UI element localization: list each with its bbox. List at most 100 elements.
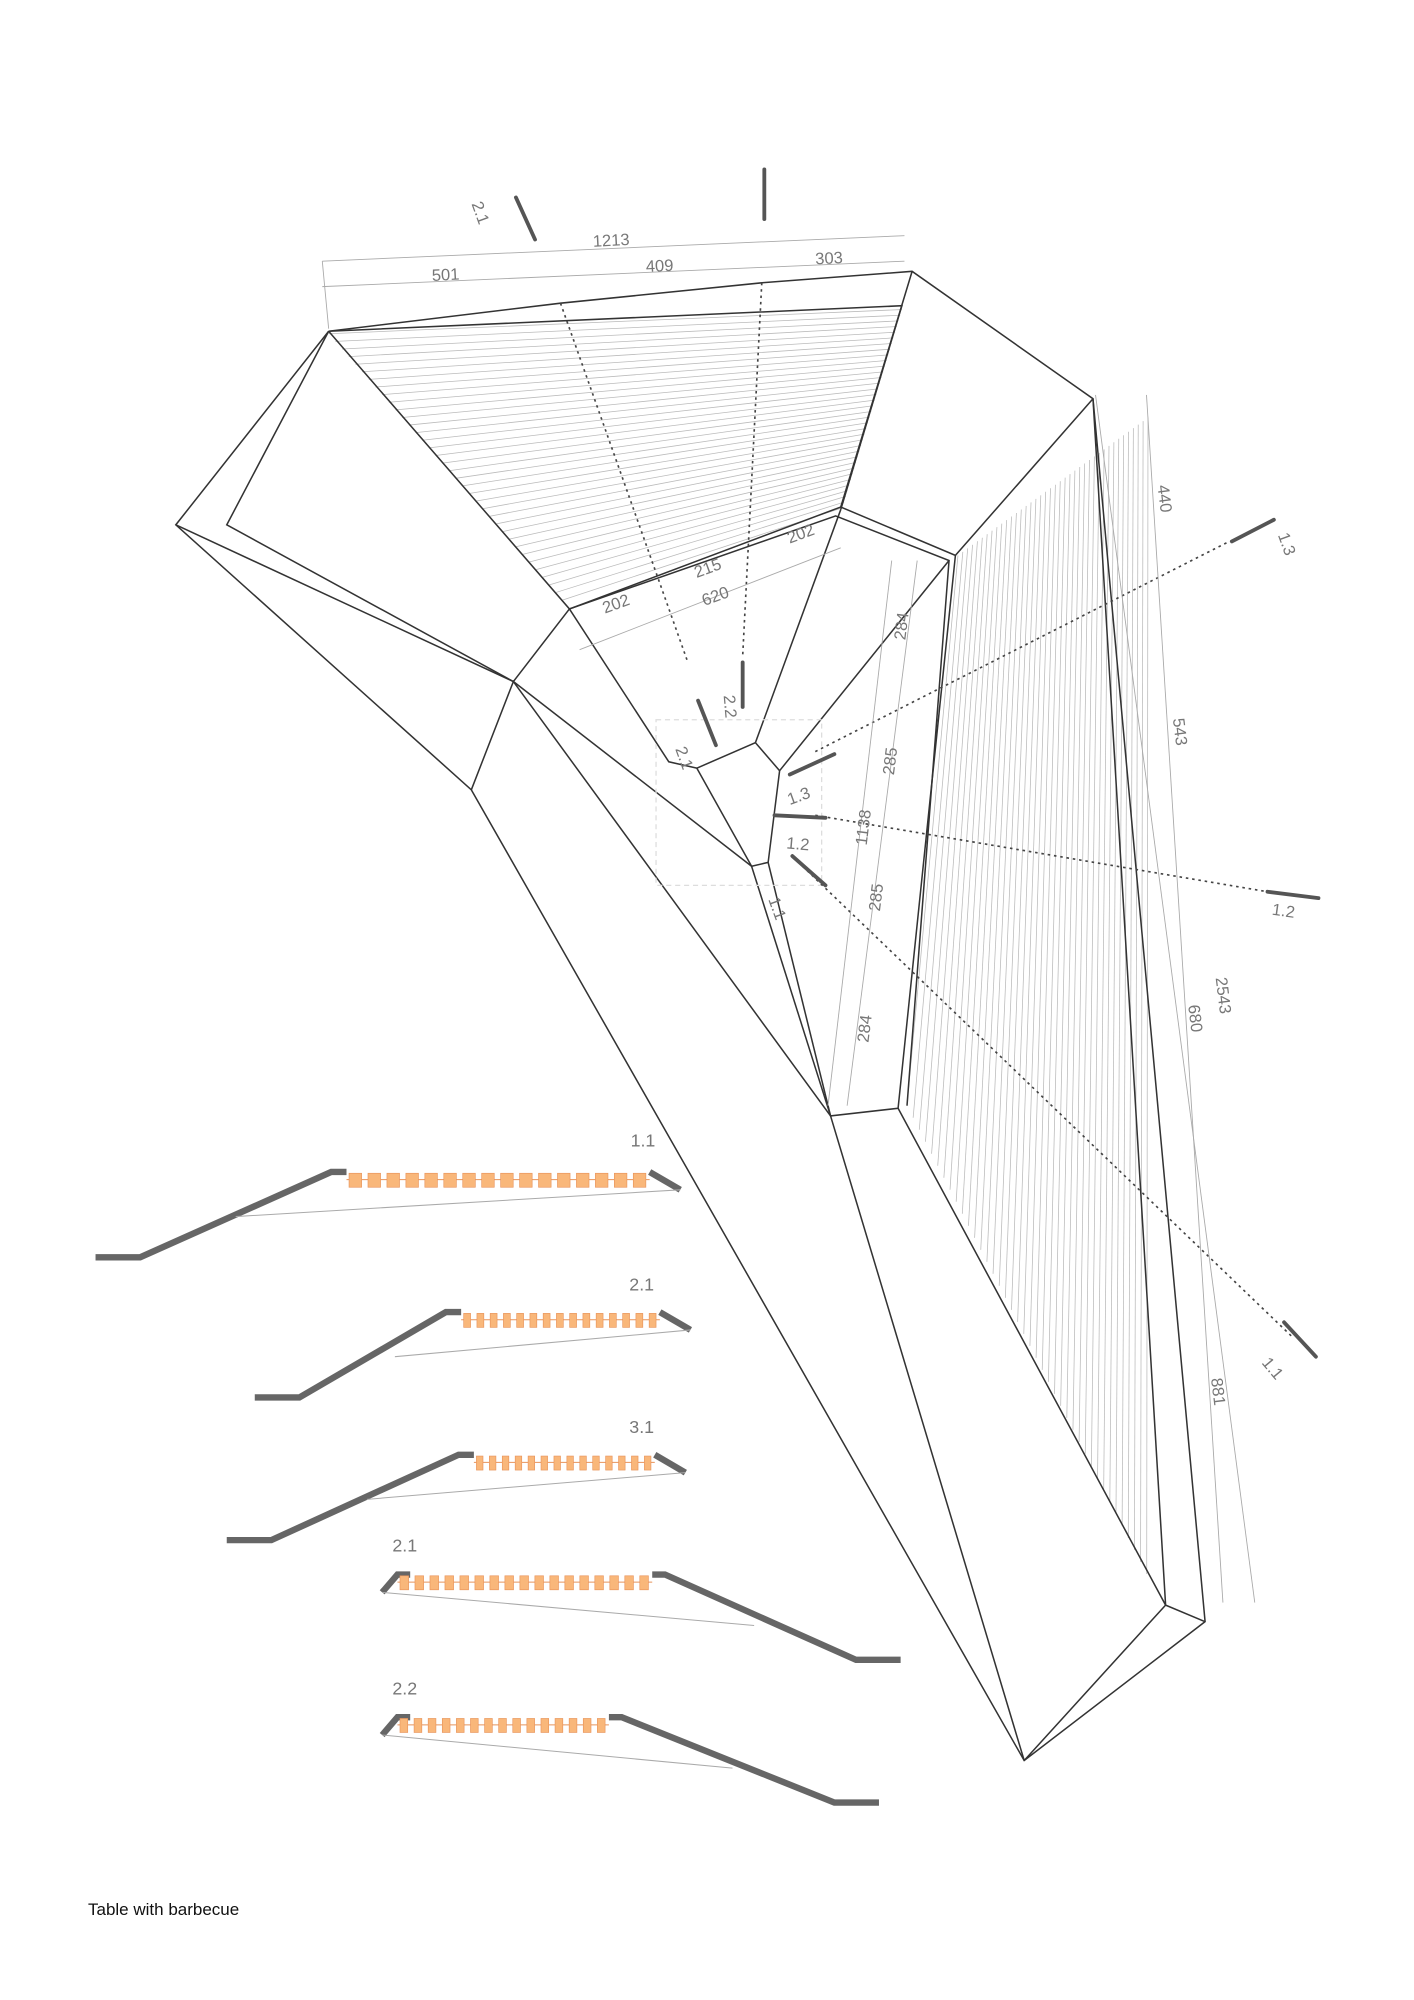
dim-2543: 2543 xyxy=(1212,976,1235,1015)
hatch-line xyxy=(955,527,998,1202)
section-profile xyxy=(226,1451,687,1544)
underside-line xyxy=(235,1189,681,1218)
bench-slat xyxy=(456,1718,465,1733)
hatch-line xyxy=(1084,452,1100,1454)
hatch-line xyxy=(402,371,884,418)
bench-slat xyxy=(648,1313,657,1328)
bench-slat xyxy=(556,1313,564,1328)
bench-slat xyxy=(504,1575,514,1591)
bench-slat xyxy=(413,1718,423,1733)
bench-slat xyxy=(519,1172,533,1188)
marker-outer-1-1: 1.1 xyxy=(1258,1353,1287,1383)
section-title: 2.2 xyxy=(392,1678,417,1698)
bench-slat xyxy=(386,1172,400,1188)
bench-slat xyxy=(526,1718,535,1733)
hatch-line xyxy=(1066,463,1086,1418)
hatch-line xyxy=(475,433,865,502)
section-lines xyxy=(514,167,1321,1359)
bench-slat xyxy=(476,1455,484,1471)
bench-slat xyxy=(399,1718,409,1733)
bench-slat xyxy=(554,1718,564,1733)
hatch-line xyxy=(502,456,858,532)
bench-slat xyxy=(459,1575,469,1591)
bench-slat xyxy=(605,1455,613,1471)
marker-outer-1-3: 1.3 xyxy=(1274,530,1300,558)
hatch-line xyxy=(542,490,848,578)
wall-profile xyxy=(648,1169,682,1193)
hatch-line xyxy=(998,502,1032,1286)
bench-slat xyxy=(566,1455,574,1471)
bench-slat xyxy=(594,1575,604,1591)
dim-1213: 1213 xyxy=(592,230,630,251)
hatch-line xyxy=(1029,484,1056,1346)
section-title: 3.1 xyxy=(629,1417,654,1437)
hatch-line xyxy=(455,416,870,479)
bench-slat xyxy=(595,1313,604,1328)
wall-profile xyxy=(226,1451,474,1544)
marker-outer-2-1: 2.1 xyxy=(468,199,494,227)
bench-slat xyxy=(609,1313,617,1328)
dim-v-285-a: 285 xyxy=(879,746,901,776)
bench-slat xyxy=(443,1172,457,1188)
bench-slat xyxy=(576,1172,590,1188)
hatch-line xyxy=(335,314,901,342)
hatch-line xyxy=(1011,495,1042,1310)
dim-v-1138: 1138 xyxy=(852,809,875,847)
bench-slat xyxy=(474,1575,484,1591)
bench-slat xyxy=(500,1172,514,1188)
hatch-line xyxy=(355,331,896,365)
hatch-line xyxy=(1041,477,1066,1370)
hatch-line xyxy=(912,551,964,1118)
bench-slat xyxy=(614,1172,628,1188)
hatch-line xyxy=(986,509,1022,1262)
bench-slat xyxy=(557,1172,571,1188)
hatch-line xyxy=(408,377,882,426)
hatch-line xyxy=(1109,438,1120,1502)
hatch-line xyxy=(549,496,846,586)
hatch-line xyxy=(961,523,1003,1214)
bench-slat xyxy=(534,1575,544,1591)
section-profile xyxy=(95,1168,682,1261)
hatch-line xyxy=(482,439,863,510)
dim-303: 303 xyxy=(815,248,844,268)
hatch-line xyxy=(931,541,978,1154)
hatch-line xyxy=(906,555,959,1106)
section-profile xyxy=(379,1714,879,1806)
hatch-line xyxy=(489,445,862,517)
hatch-line xyxy=(1091,449,1105,1466)
bench-slat xyxy=(481,1172,495,1188)
wall-profile xyxy=(254,1308,462,1401)
bench-slat xyxy=(484,1718,493,1733)
dim-440: 440 xyxy=(1154,484,1176,514)
bench-slat xyxy=(635,1313,644,1328)
dim-inner-620: 620 xyxy=(699,582,731,609)
section-title: 1.1 xyxy=(631,1130,656,1150)
bench-slat xyxy=(476,1313,485,1328)
hatch-line xyxy=(925,544,973,1142)
hatch-line xyxy=(1023,488,1051,1334)
bench-slat xyxy=(503,1313,511,1328)
bench-slat xyxy=(399,1575,409,1591)
dim-v-284-bottom: 284 xyxy=(853,1014,875,1044)
hatch-line xyxy=(535,484,850,570)
hatch-line xyxy=(415,382,880,434)
bench-slat xyxy=(595,1172,609,1188)
bench-slat xyxy=(489,1575,499,1591)
dimension-lines xyxy=(321,235,1256,1603)
wall-profile xyxy=(652,1571,901,1664)
bench-slat xyxy=(501,1455,510,1471)
hatch-line xyxy=(362,337,894,373)
hatch-line xyxy=(395,365,885,411)
hatch-line xyxy=(992,505,1027,1274)
marker-outer-1-2: 1.2 xyxy=(1271,900,1296,922)
bench-slat xyxy=(622,1313,630,1328)
hatch-line xyxy=(980,512,1017,1250)
hatch-line xyxy=(442,405,874,464)
bench-slat xyxy=(367,1172,381,1188)
dim-inner-215: 215 xyxy=(691,554,723,581)
wall-profile xyxy=(608,1714,879,1806)
hatch-line xyxy=(495,450,860,525)
bench-slat xyxy=(519,1575,529,1591)
bench-slat xyxy=(582,1313,591,1328)
